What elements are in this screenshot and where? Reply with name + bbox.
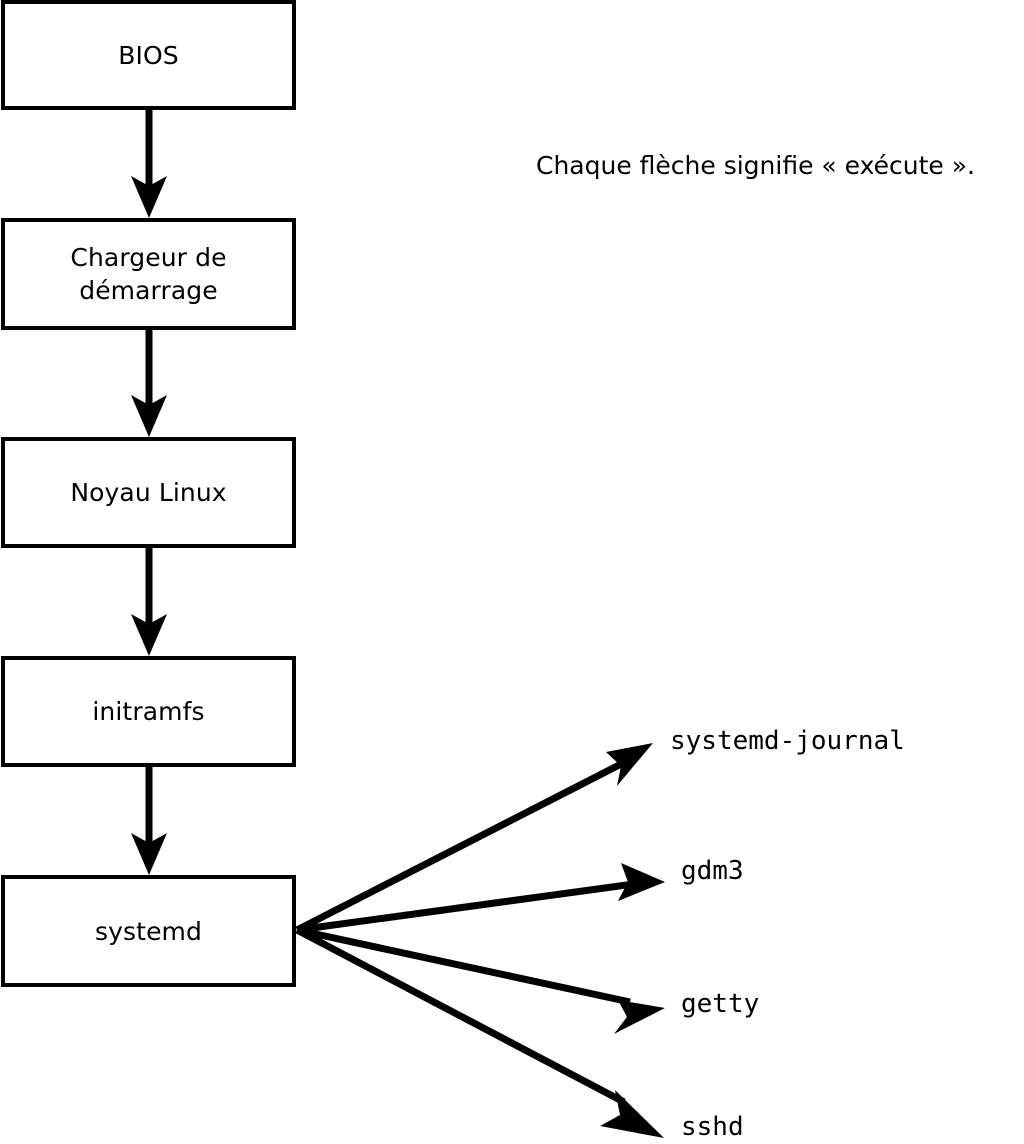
process-box-bootloader[interactable]: Chargeur de démarrage: [1, 218, 296, 330]
service-label-systemd-journal[interactable]: systemd-journal: [670, 726, 905, 756]
process-box-label: BIOS: [118, 40, 179, 70]
arrow-kernel-to-initramfs: [131, 548, 167, 656]
process-box-label: systemd: [95, 916, 202, 946]
arrow-systemd-to-gdm3: [296, 863, 665, 934]
diagram-caption: Chaque flèche signifie « exécute ».: [536, 151, 975, 180]
service-label-getty[interactable]: getty: [681, 989, 760, 1019]
service-label-gdm3[interactable]: gdm3: [681, 856, 744, 886]
arrow-bootloader-to-kernel: [131, 330, 167, 437]
service-label-sshd[interactable]: sshd: [681, 1112, 744, 1142]
arrow-initramfs-to-systemd: [131, 767, 167, 875]
process-box-bios[interactable]: BIOS: [1, 0, 296, 110]
process-box-label: initramfs: [92, 697, 205, 726]
process-box-initramfs[interactable]: initramfs: [1, 656, 296, 767]
process-box-systemd[interactable]: systemd: [1, 875, 296, 987]
arrow-systemd-to-sshd: [295, 926, 664, 1138]
process-box-label: Noyau Linux: [70, 478, 227, 507]
process-box-kernel[interactable]: Noyau Linux: [1, 437, 296, 548]
arrow-systemd-to-systemd-journal: [295, 743, 653, 934]
arrow-bios-to-bootloader: [131, 110, 167, 218]
arrow-systemd-to-getty: [296, 926, 665, 1034]
process-box-label: Chargeur de démarrage: [70, 243, 227, 305]
